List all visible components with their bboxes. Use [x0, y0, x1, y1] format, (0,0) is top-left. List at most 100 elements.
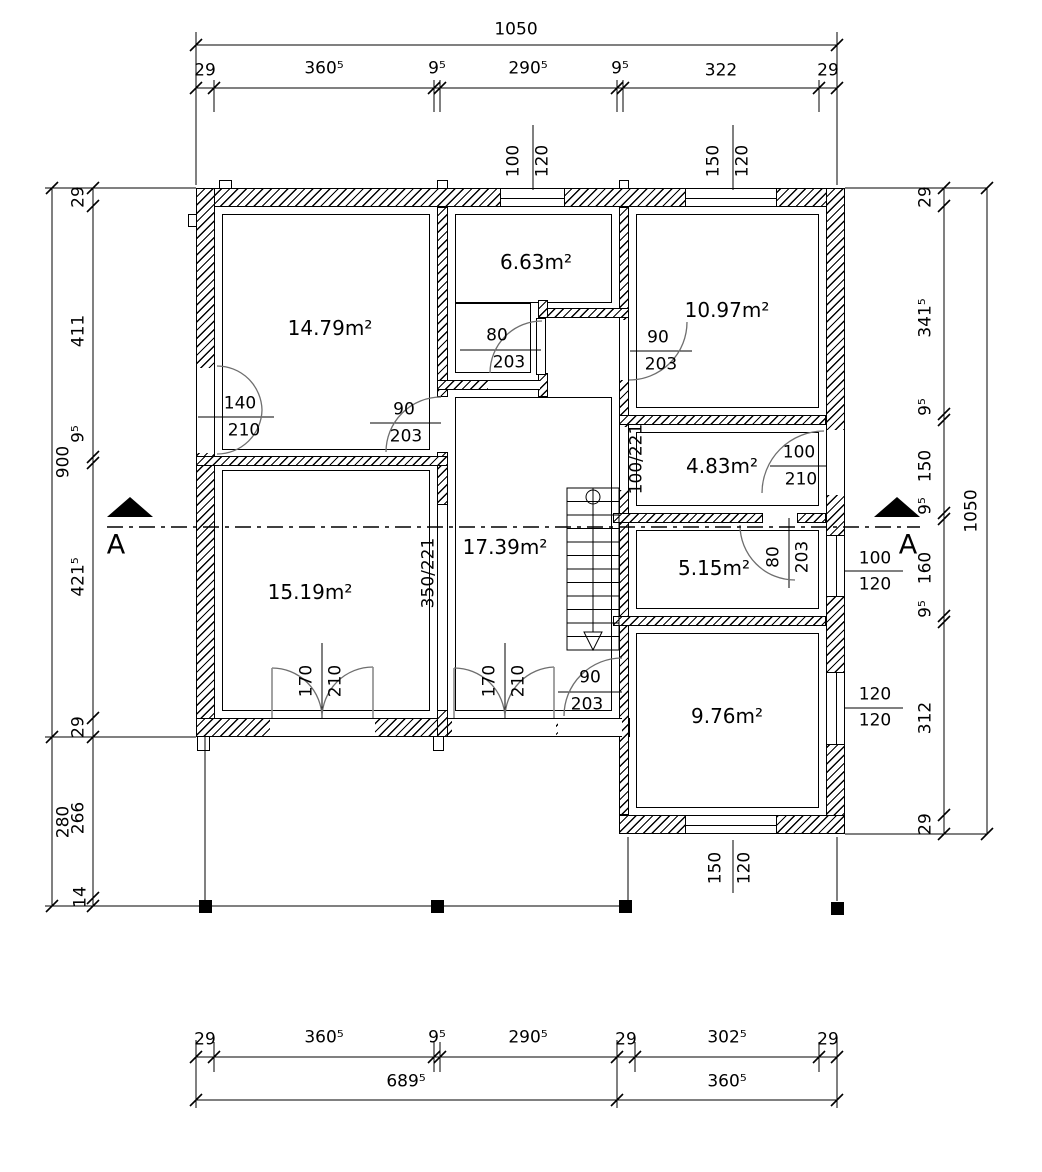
wall-interior-right-h3 [613, 616, 826, 626]
dim-top-seg: 9⁵ [428, 58, 446, 79]
room-inner-outline [636, 530, 819, 609]
door-size: 90 [579, 667, 601, 688]
extension-lines [45, 32, 987, 1108]
dim-bottom-seg: 360⁵ [304, 1027, 344, 1048]
dim-ticks [189, 1093, 844, 1107]
dim-left-seg: 411 [68, 314, 89, 348]
terrace-outline [199, 737, 844, 915]
dim-bottom-seg: 302⁵ [707, 1027, 747, 1048]
terrace-post [831, 902, 844, 915]
window-size: 120 [734, 851, 755, 885]
door-opening-upper-right [619, 320, 629, 380]
dim-top-seg: 9⁵ [611, 58, 629, 79]
door-size: 210 [508, 664, 529, 698]
door-opening-french-mid [452, 718, 556, 737]
room-label: 6.63m² [499, 250, 573, 274]
wall-interior-right-h2 [613, 513, 763, 523]
wall-joint-stub [197, 736, 210, 751]
dim-bottom-total: 360⁵ [707, 1071, 747, 1092]
dimension-lines [51, 44, 988, 1101]
dim-right-seg: 9⁵ [915, 497, 936, 515]
dim-bottom-seg: 29 [817, 1029, 839, 1050]
dim-right-seg: 150 [915, 449, 936, 483]
door-size: 170 [479, 664, 500, 698]
door-swing-arcs [216, 320, 825, 719]
section-marker-label-left: A [106, 529, 126, 561]
wall-joint-stub [433, 736, 444, 751]
dim-right-total: 1050 [961, 489, 982, 533]
dim-right-seg: 9⁵ [915, 398, 936, 416]
dim-right-seg: 160 [915, 551, 936, 585]
door-size: 100 [782, 442, 816, 463]
dim-ticks [189, 1050, 844, 1064]
wall-interior-middle-left [437, 452, 448, 505]
stair-direction-arrow [583, 631, 603, 652]
room-label: 5.15m² [677, 556, 751, 580]
dim-top-seg: 29 [817, 60, 839, 81]
door-size: 203 [792, 540, 813, 574]
door-size: 210 [784, 469, 818, 490]
window-size: 120 [532, 144, 553, 178]
dim-top-total: 1050 [494, 19, 538, 40]
label-leader-lines [198, 125, 903, 893]
room-inner-outline [455, 303, 531, 373]
room-inner-outline [636, 633, 819, 808]
dim-bottom-total: 689⁵ [386, 1071, 426, 1092]
stair-start-circle [585, 489, 601, 505]
room-inner-outline [455, 397, 612, 711]
terrace-post [431, 900, 444, 913]
door-size: 203 [492, 352, 526, 373]
wall-interior-stub [538, 300, 548, 318]
dim-ticks [189, 81, 844, 95]
staircase [566, 487, 620, 652]
dim-top-seg: 290⁵ [508, 58, 548, 79]
dim-right-seg: 341⁵ [915, 298, 936, 338]
window-size: 100 [858, 548, 892, 569]
room-inner-outline [636, 432, 819, 506]
room-label: 9.76m² [690, 704, 764, 728]
window-bottom [685, 815, 777, 834]
dim-ticks [980, 181, 994, 841]
window-size: 120 [858, 710, 892, 731]
wall-interior-middle-left [437, 207, 448, 397]
dim-top-seg: 360⁵ [304, 58, 344, 79]
door-size: 80 [763, 546, 784, 568]
dim-left-seg: 29 [68, 716, 89, 738]
door-size: 90 [647, 327, 669, 348]
door-size: 210 [227, 420, 261, 441]
wall-joint-stub [437, 180, 448, 189]
wall-joint-stub [219, 180, 232, 189]
wall-interior-left-horizontal [196, 456, 448, 466]
door-size: 140 [223, 393, 257, 414]
dim-ticks [86, 181, 100, 913]
door-size: 203 [570, 694, 604, 715]
dim-left-total: 900 [53, 445, 74, 479]
dim-right-seg: 29 [915, 813, 936, 835]
door-opening-main-entry [558, 718, 622, 737]
door-size: 203 [389, 426, 423, 447]
door-opening-left-entry [196, 368, 215, 453]
window-right-upper [826, 535, 845, 597]
window-size: 120 [858, 684, 892, 705]
opening-size: 100/221 [626, 423, 647, 495]
window-top-right [685, 188, 777, 207]
door-leaf-mid-upper [536, 318, 546, 375]
door-size: 90 [393, 399, 415, 420]
dim-right-seg: 29 [915, 186, 936, 208]
dim-ticks [189, 38, 844, 52]
section-line-a-a [107, 497, 920, 528]
wall-interior-right-h1 [619, 415, 826, 425]
dim-top-seg: 29 [194, 60, 216, 81]
dim-bottom-seg: 9⁵ [428, 1027, 446, 1048]
wall-opening-hall [437, 505, 448, 710]
door-size: 210 [325, 664, 346, 698]
window-size: 150 [703, 144, 724, 178]
dim-top-seg: 322 [704, 60, 738, 81]
dim-left-seg: 29 [68, 186, 89, 208]
dim-left-lower-seg: 266 [68, 801, 89, 835]
wall-opening-corridor [619, 427, 629, 490]
window-size: 120 [732, 144, 753, 178]
opening-size: 350/221 [418, 537, 439, 609]
